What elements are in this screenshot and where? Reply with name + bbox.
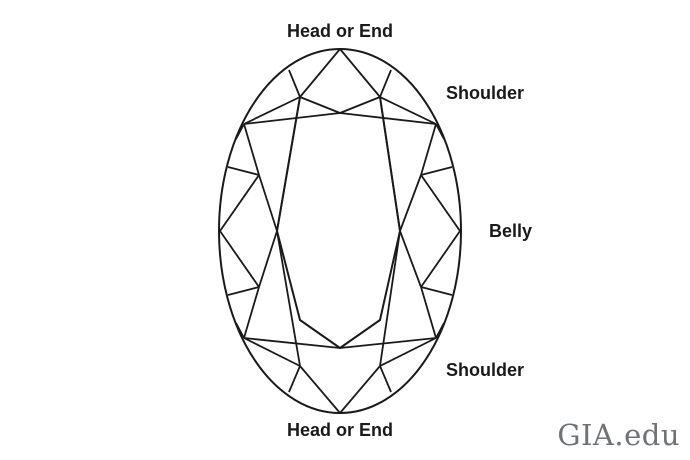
oval-girdle-outline xyxy=(218,48,462,414)
label-top-head-or-end: Head or End xyxy=(286,21,394,41)
star-facets xyxy=(219,48,461,414)
upper-girdle-facets xyxy=(227,69,453,393)
star-to-table-lines xyxy=(243,96,437,367)
label-shoulder-lower: Shoulder xyxy=(446,360,525,380)
gia-logo: GIA.edu xyxy=(557,418,680,452)
label-bottom-head-or-end: Head or End xyxy=(286,420,394,440)
table-facet xyxy=(276,96,401,349)
label-belly: Belly xyxy=(489,221,533,241)
label-shoulder-upper: Shoulder xyxy=(446,83,525,103)
